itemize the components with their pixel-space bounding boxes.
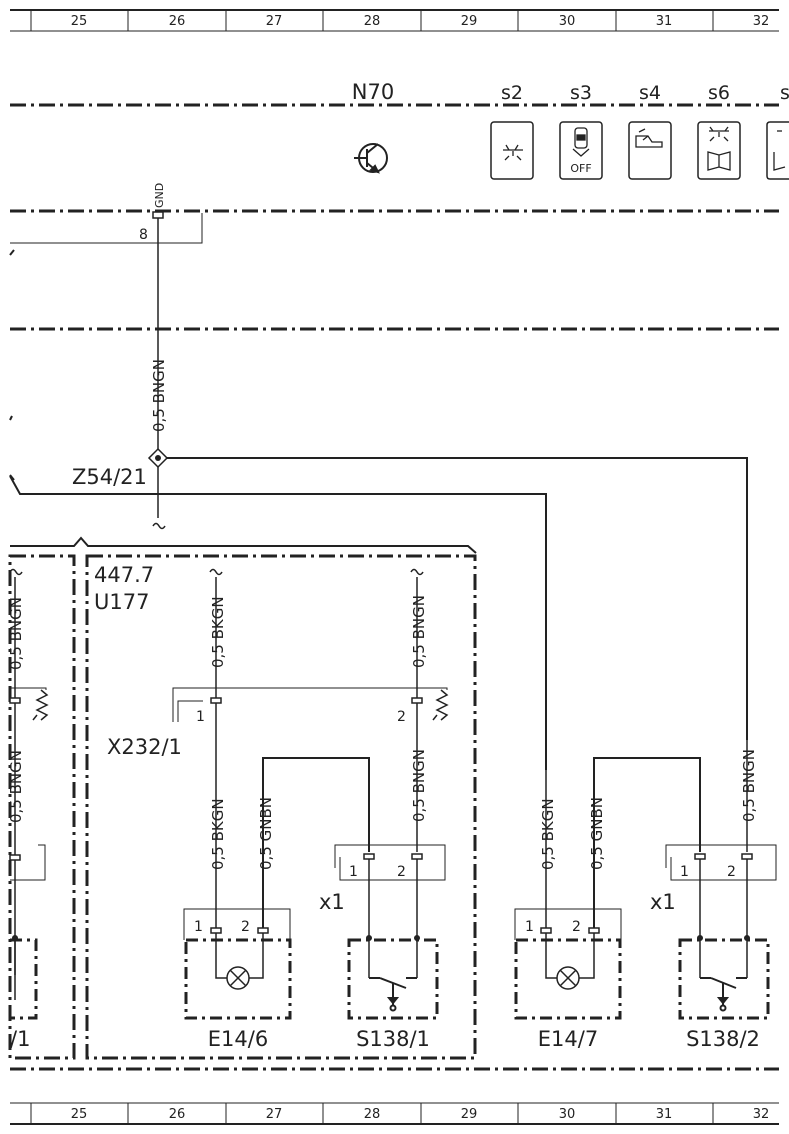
seat-sensor-icon xyxy=(572,127,590,157)
wire-label-u-gnbn: 0,5 GNBN xyxy=(257,797,275,870)
wire-label-left-top: 0,5 BNGN xyxy=(7,597,25,670)
off-badge: OFF xyxy=(570,162,591,175)
plug-e14-6-pin2: 2 xyxy=(241,919,250,935)
component-e14-6-label: E14/6 xyxy=(208,1027,268,1051)
wire-label-u-bkgn-bot: 0,5 BKGN xyxy=(209,798,227,870)
plug-x1-a-pin1: 1 xyxy=(349,864,358,880)
wire-bkgn-right xyxy=(9,475,547,770)
plug-e14-6-pin1: 1 xyxy=(194,919,203,935)
component-e14-6: E14/6 xyxy=(184,933,292,1051)
ruler-top-25: 25 xyxy=(71,14,88,29)
wire-label-gnd: 0,5 BNGN xyxy=(150,359,168,432)
right-wires: 0,5 BKGN 0,5 GNBN 0,5 BNGN 1 2 x1 1 2 xyxy=(514,740,777,940)
connector-pin-1: 1 xyxy=(196,709,205,725)
wire-break-symbol xyxy=(152,522,166,530)
ruler-top-26: 26 xyxy=(169,14,186,29)
connector-x232-1: 1 2 X232/1 xyxy=(107,687,449,759)
component-s138-2-label: S138/2 xyxy=(686,1027,760,1051)
wire-label-u-bngn-top: 0,5 BNGN xyxy=(410,595,428,668)
ruler-bottom-27: 27 xyxy=(266,1107,283,1122)
wire-label-u-bngn-bot: 0,5 BNGN xyxy=(410,749,428,822)
transistor-icon xyxy=(354,143,388,174)
plug-e14-7-pin2: 2 xyxy=(572,919,581,935)
unit-name: U177 xyxy=(94,590,149,614)
ruler-bottom-30: 30 xyxy=(559,1107,576,1122)
ruler-top-29: 29 xyxy=(461,14,478,29)
component-e14-7: E14/7 xyxy=(514,933,622,1051)
plug-x1-a-pin2: 2 xyxy=(397,864,406,880)
gnd-pin-label: GND xyxy=(153,183,166,208)
gnd-pin-number: 8 xyxy=(139,227,148,243)
door-contact-switch-icon xyxy=(369,977,417,1012)
u177-top-wires: 0,5 BKGN 0,5 BNGN xyxy=(209,568,428,700)
wire-label-left-mid: 0,5 BNGN xyxy=(7,750,25,823)
ruler-top-27: 27 xyxy=(266,14,283,29)
switch-label-s2: s2 xyxy=(501,82,523,104)
component-s138-1: S138/1 xyxy=(347,859,439,1051)
switch-s2 xyxy=(490,121,534,180)
car-hood-icon xyxy=(635,128,663,148)
lamp-icon xyxy=(556,966,580,990)
wire-junction-to-bngn-right xyxy=(167,457,748,740)
bottom-ruler: 25 26 27 28 29 30 31 32 xyxy=(10,1102,779,1125)
ruler-top-30: 30 xyxy=(559,14,576,29)
door-contact-switch-icon xyxy=(700,977,747,1012)
ruler-bottom-31: 31 xyxy=(656,1107,673,1122)
plug-x1-b-pin1: 1 xyxy=(680,864,689,880)
component-s138-2: S138/2 xyxy=(678,859,770,1051)
component-s138-1-label: S138/1 xyxy=(356,1027,430,1051)
plug-x1-b-pin2: 2 xyxy=(727,864,736,880)
ruler-bottom-29: 29 xyxy=(461,1107,478,1122)
junction-z54-21: Z54/21 xyxy=(72,447,169,489)
lamp-icon xyxy=(226,966,250,990)
top-ruler: 25 26 27 28 29 30 31 32 xyxy=(10,9,779,32)
module-name: N70 xyxy=(352,80,394,104)
switch-s6 xyxy=(697,121,741,180)
junction-name: Z54/21 xyxy=(72,465,147,489)
wire-label-r-gnbn: 0,5 GNBN xyxy=(588,797,606,870)
u177-lower-wires: 0,5 BKGN 0,5 GNBN 0,5 BNGN 1 2 x1 1 2 xyxy=(183,703,446,940)
connector-pin-2: 2 xyxy=(397,709,406,725)
interior-light-icon xyxy=(503,144,523,161)
reading-light-icon xyxy=(707,126,731,171)
switch-label-s6: s6 xyxy=(708,82,730,104)
ruler-top-32: 32 xyxy=(753,14,770,29)
switch-partial xyxy=(766,121,789,180)
switch-label-partial: s xyxy=(780,82,789,104)
ruler-top-28: 28 xyxy=(364,14,381,29)
wire-label-r-bngn: 0,5 BNGN xyxy=(740,749,758,822)
ruler-bottom-25: 25 xyxy=(71,1107,88,1122)
switch-label-s3: s3 xyxy=(570,82,592,104)
ruler-top-31: 31 xyxy=(656,14,673,29)
ruler-bottom-26: 26 xyxy=(169,1107,186,1122)
ruler-bottom-28: 28 xyxy=(364,1107,381,1122)
component-e14-7-label: E14/7 xyxy=(538,1027,598,1051)
wire-label-r-bkgn: 0,5 BKGN xyxy=(539,798,557,870)
gnd-wire: 0,5 BNGN xyxy=(150,218,168,530)
ruler-bottom-32: 32 xyxy=(753,1107,770,1122)
switch-s3: OFF xyxy=(559,121,603,180)
module-n70: N70 s2 s3 s4 s6 s xyxy=(9,80,789,256)
unit-u177: 447.7 U177 xyxy=(8,536,477,1060)
plug-x1-b: x1 xyxy=(650,890,676,914)
switch-label-s4: s4 xyxy=(639,82,661,104)
plug-x1-a: x1 xyxy=(319,890,345,914)
unit-code: 447.7 xyxy=(94,563,154,587)
switch-s4 xyxy=(628,121,672,180)
plug-e14-7-pin1: 1 xyxy=(525,919,534,935)
connector-name: X232/1 xyxy=(107,735,182,759)
left-partial-circuit: 0,5 BNGN 0,5 BNGN /1 xyxy=(7,568,49,1051)
component-left-partial: /1 xyxy=(10,1027,30,1051)
wire-label-u-bkgn-top: 0,5 BKGN xyxy=(209,596,227,668)
